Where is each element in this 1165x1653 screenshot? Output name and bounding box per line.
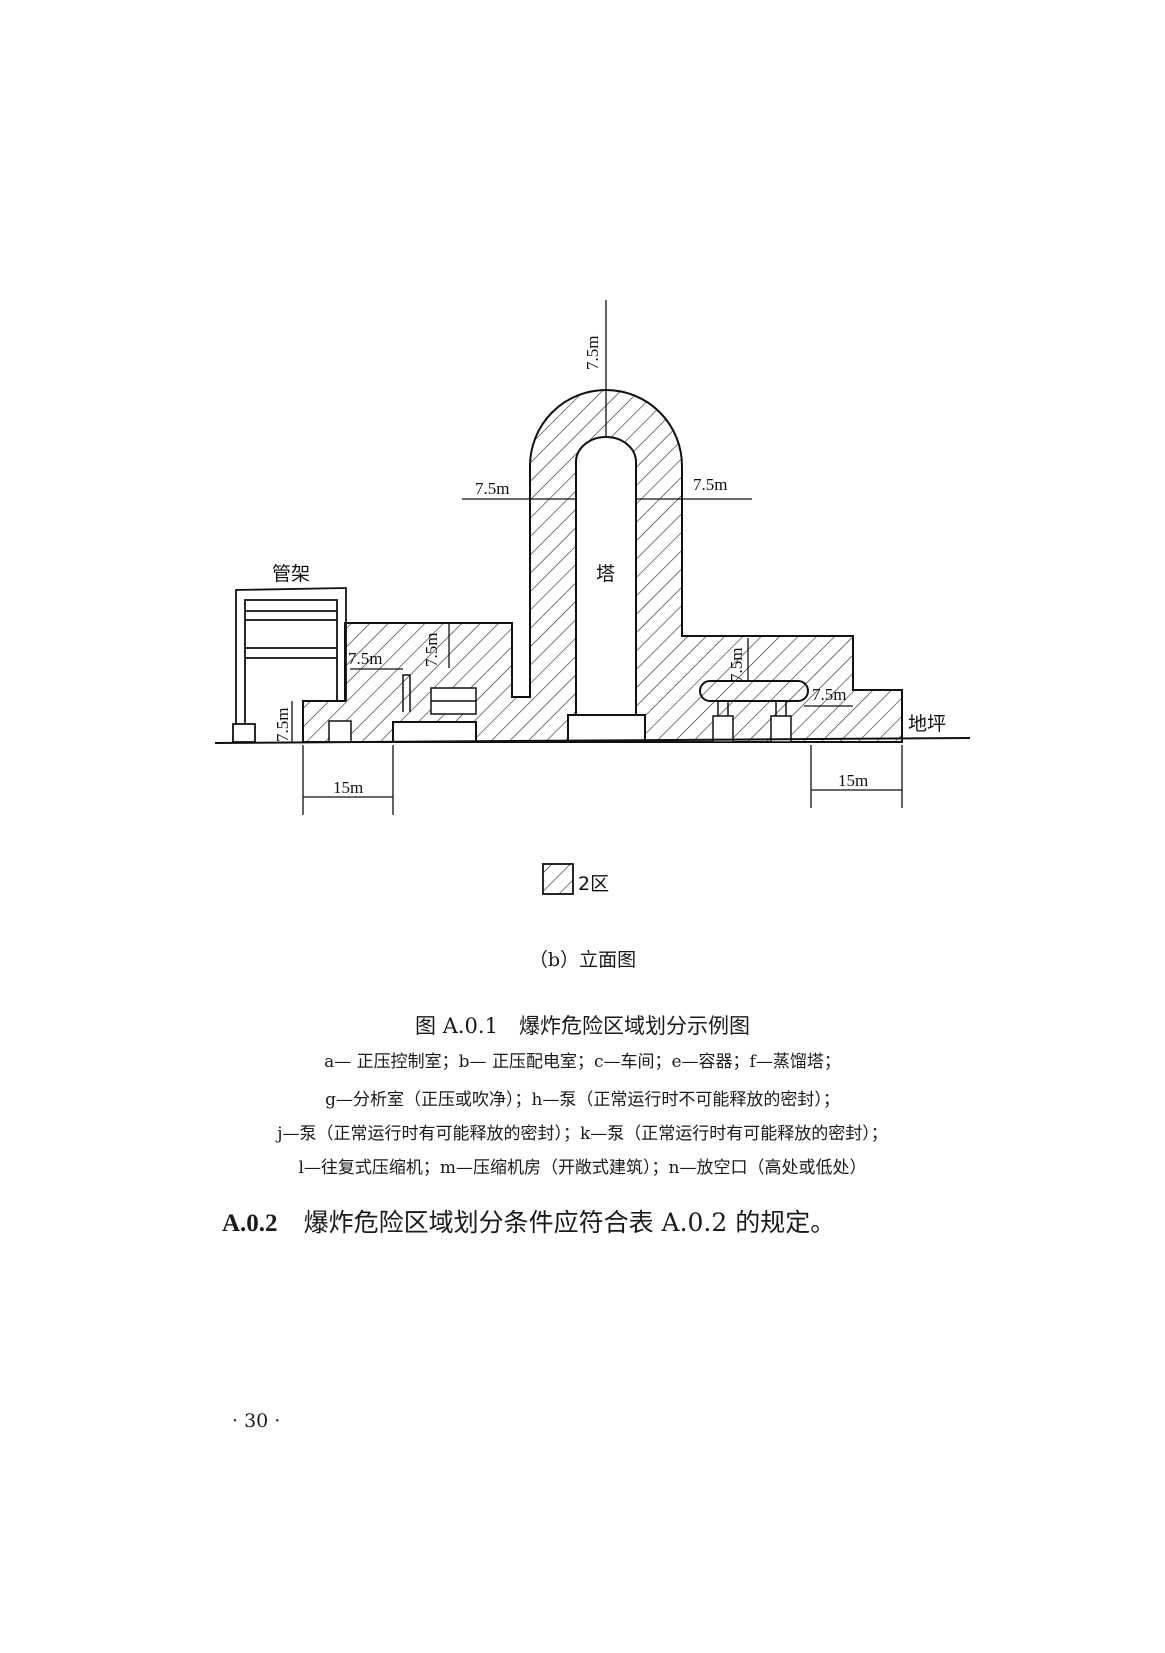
dim-left-low: 7.5m [273,708,292,742]
dim-right-base: 15m [838,771,868,790]
tower-label: 塔 [596,563,615,585]
pump-foundation [392,721,477,743]
legend-label: 2区 [578,873,609,895]
section-number: A.0.2 [222,1210,278,1237]
motor [402,674,411,712]
tower-base [567,714,646,743]
small-base-left [328,720,352,743]
pipe-rack-label: 管架 [272,563,310,585]
dim-left-base: 15m [333,778,363,797]
dimension-lines [291,300,903,815]
legend-line: a— 正压控制室；b— 正压配电室；c—车间；e—容器；f—蒸馏塔； [324,1052,841,1072]
section-heading: A.0.2 爆炸危险区域划分条件应符合表 A.0.2 的规定。 [222,1203,835,1239]
page-number: · 30 · [232,1410,281,1432]
dim-left-tower: 7.5m [475,479,509,498]
legend-line: j—泵（正常运行时有可能释放的密封）；k—泵（正常运行时有可能释放的密封）； [277,1124,888,1144]
tower [575,436,637,716]
vessel [699,680,809,702]
ground-line [214,737,971,744]
figure-title: 图 A.0.1 爆炸危险区域划分示例图 [415,1014,750,1038]
dim-right-low: 7.5m [812,685,846,704]
subcaption: （b）立面图 [528,949,637,971]
ground-label: 地坪 [908,713,946,735]
section-text: 爆炸危险区域划分条件应符合表 A.0.2 的规定。 [303,1208,836,1237]
pipe-rack [232,587,347,743]
legend-line: g—分析室（正压或吹净）；h—泵（正常运行时不可能释放的密封）； [325,1090,840,1110]
dim-left-mid-h: 7.5m [348,649,382,668]
dim-right-tower: 7.5m [693,475,727,494]
dim-top: 7.5m [583,336,602,370]
legend-line: l—往复式压缩机；m—压缩机房（开敞式建筑）；n—放空口（高处或低处） [298,1158,867,1178]
dim-left-mid-v: 7.5m [422,633,441,667]
legend-swatch [542,863,574,895]
dim-right-mid-v: 7.5m [727,648,746,682]
